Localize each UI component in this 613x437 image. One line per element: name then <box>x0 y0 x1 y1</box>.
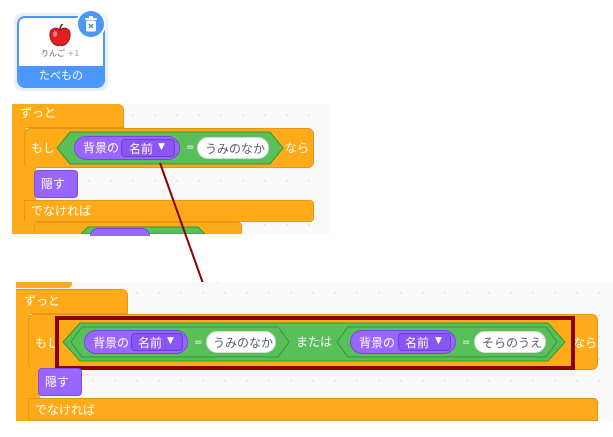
forever-block[interactable]: ずっと <box>12 104 124 128</box>
hide-block[interactable]: 隠す <box>34 170 78 198</box>
dropdown-value-3: 名前 <box>405 336 430 350</box>
sprite-badge: +1 <box>67 49 80 58</box>
equals-sign-2: = <box>194 337 203 348</box>
hide-block-2[interactable]: 隠す <box>38 368 82 396</box>
forever-arm-2 <box>16 313 30 421</box>
if-label-2: もし <box>35 336 60 350</box>
hide-label: 隠す <box>41 177 66 191</box>
then-label-2: なら <box>573 336 598 350</box>
trash-icon <box>85 16 97 32</box>
equals-sign: = <box>186 142 195 153</box>
or-label: または <box>296 335 333 349</box>
chevron-down-icon-3: ▼ <box>435 336 442 346</box>
chevron-down-icon: ▼ <box>158 142 165 152</box>
forever-arm <box>12 127 26 234</box>
backdrop-dropdown-2[interactable]: 名前 ▼ <box>131 333 183 351</box>
backdrop-reporter-3[interactable]: 背景の 名前 ▼ <box>350 330 456 354</box>
forever-label-2: ずっと <box>24 294 61 308</box>
compare-value-2: うみのなか <box>213 336 274 350</box>
hide-label-2: 隠す <box>45 375 70 389</box>
backdrop-label-2: 背景の <box>93 336 130 350</box>
sprite-category-label: たべもの <box>39 69 83 82</box>
nested-reporter <box>90 228 150 236</box>
equals-sign-3: = <box>462 337 471 348</box>
block-tail <box>16 282 72 288</box>
if-arm <box>24 166 36 200</box>
backdrop-reporter[interactable]: 背景の 名前 ▼ <box>74 136 180 160</box>
dropdown-value-2: 名前 <box>138 336 163 350</box>
backdrop-label-3: 背景の <box>359 336 396 350</box>
compare-value: うみのなか <box>205 142 266 156</box>
forever-label: ずっと <box>20 106 57 120</box>
apple-icon <box>49 24 71 46</box>
then-label: なら <box>285 141 310 155</box>
else-arm <box>24 221 36 234</box>
else-label-2: でなければ <box>35 403 96 417</box>
else-bar-2: でなければ <box>28 398 598 421</box>
sprite-category-bar: たべもの <box>19 66 103 86</box>
if-arm-2 <box>28 368 40 400</box>
chevron-down-icon-2: ▼ <box>167 336 174 346</box>
compare-value-input-3[interactable]: そらのうえ <box>474 331 546 353</box>
backdrop-reporter-2[interactable]: 背景の 名前 ▼ <box>84 330 188 354</box>
compare-value-3: そらのうえ <box>482 336 543 350</box>
backdrop-dropdown[interactable]: 名前 ▼ <box>121 139 175 157</box>
delete-button[interactable] <box>78 11 104 37</box>
dropdown-value: 名前 <box>129 142 154 156</box>
backdrop-dropdown-3[interactable]: 名前 ▼ <box>398 333 451 351</box>
else-label: でなければ <box>31 204 92 218</box>
highlight-box <box>55 316 575 370</box>
sprite-label: りんご <box>41 49 65 58</box>
compare-value-input-2[interactable]: うみのなか <box>206 331 276 353</box>
else-bar: でなければ <box>24 200 314 222</box>
if-label: もし <box>31 141 56 155</box>
forever-block-2[interactable]: ずっと <box>16 289 128 314</box>
backdrop-label: 背景の <box>83 141 120 155</box>
compare-value-input[interactable]: うみのなか <box>197 137 269 159</box>
